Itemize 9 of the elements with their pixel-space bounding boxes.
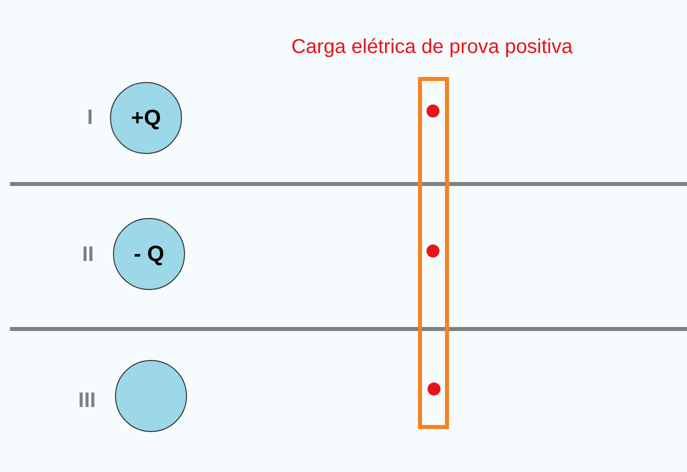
- row-number: II: [82, 243, 94, 267]
- caption-text: Carga elétrica de prova positiva: [291, 36, 573, 59]
- row-number: III: [78, 389, 96, 413]
- row-number: I: [87, 106, 93, 130]
- charged-sphere: [110, 82, 182, 154]
- charged-sphere: [115, 360, 187, 432]
- charge-label: +Q: [131, 105, 161, 131]
- charge-label: - Q: [134, 241, 164, 267]
- charged-sphere: [113, 218, 185, 290]
